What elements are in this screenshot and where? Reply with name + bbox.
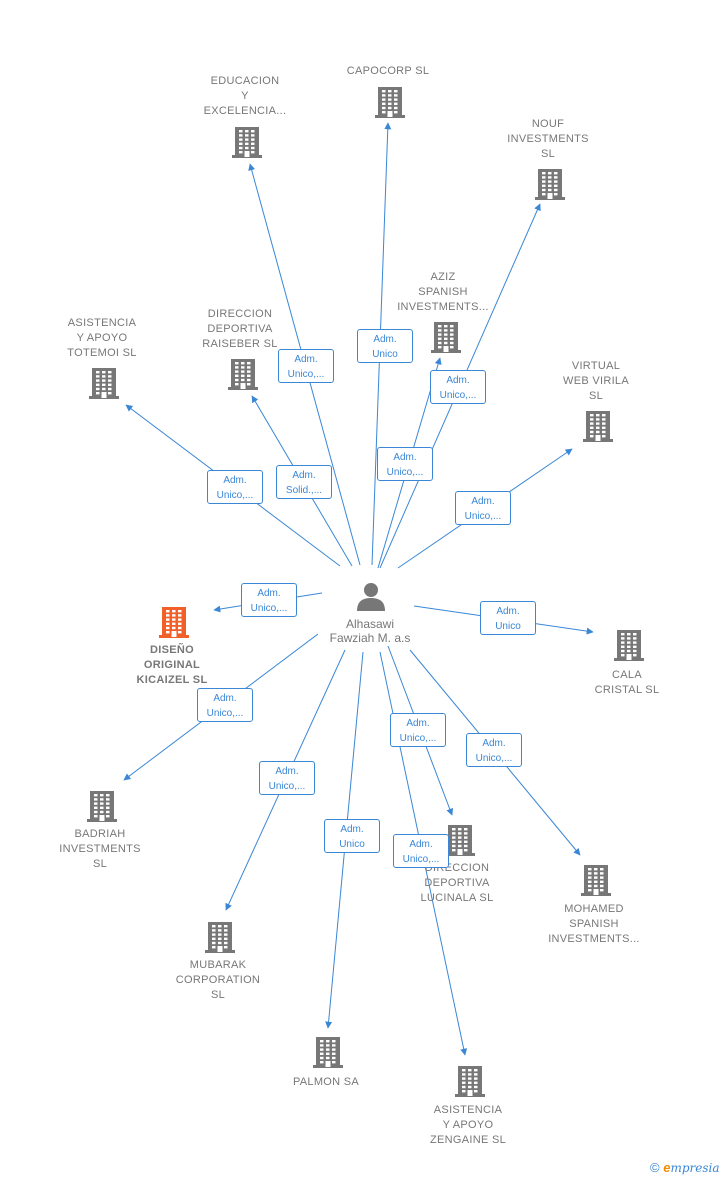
palmon-building-icon[interactable] xyxy=(313,1035,343,1074)
role-badge-mohamed[interactable]: Adm. Unico,... xyxy=(466,733,522,767)
palmon-company-node[interactable]: PALMON SA xyxy=(256,1075,396,1090)
badriah-building-icon[interactable] xyxy=(87,789,117,828)
raiseber-building-icon[interactable] xyxy=(228,357,258,396)
role-badge-totemoi[interactable]: Adm. Unico,... xyxy=(207,470,263,504)
center-person-name[interactable]: Alhasawi Fawziah M. a.s xyxy=(329,617,411,645)
mohamed-company-node[interactable]: MOHAMED SPANISH INVESTMENTS... xyxy=(524,902,664,947)
mubarak-company-name: MUBARAK CORPORATION SL xyxy=(175,959,261,1001)
kicaizel-building-icon[interactable] xyxy=(159,605,189,644)
role-badge-line1: Adm. xyxy=(373,334,397,345)
role-badge-capocorp[interactable]: Adm. Unico xyxy=(357,329,413,363)
educacion-company-name: EDUCACION Y EXCELENCIA... xyxy=(203,75,287,117)
role-badge-virila[interactable]: Adm. Unico,... xyxy=(455,491,511,525)
role-badge-cala[interactable]: Adm. Unico xyxy=(480,601,536,635)
brand-logo-e: e xyxy=(663,1160,671,1175)
lucinala-building-icon[interactable] xyxy=(445,823,475,862)
role-badge-line1: Adm. xyxy=(482,738,506,749)
role-badge-line1: Adm. xyxy=(275,766,299,777)
role-badge-line2: Unico xyxy=(339,839,365,850)
cala-company-name: CALA CRISTAL SL xyxy=(594,669,660,696)
totemoi-building-icon[interactable] xyxy=(89,366,119,405)
role-badge-kicaizel[interactable]: Adm. Unico,... xyxy=(241,583,297,617)
role-badge-line1: Adm. xyxy=(406,718,430,729)
role-badge-raiseber[interactable]: Adm. Solid.,... xyxy=(276,465,332,499)
mohamed-company-name: MOHAMED SPANISH INVESTMENTS... xyxy=(548,903,640,945)
role-badge-line1: Adm. xyxy=(213,693,237,704)
role-badge-line2: Unico,... xyxy=(216,490,254,501)
educacion-building-icon[interactable] xyxy=(232,125,262,164)
role-badge-line2: Unico,... xyxy=(402,854,440,865)
virila-building-icon[interactable] xyxy=(583,409,613,448)
role-badge-zengaine[interactable]: Adm. Unico,... xyxy=(393,834,449,868)
role-badge-lucinala[interactable]: Adm. Unico,... xyxy=(390,713,446,747)
aziz-company-node[interactable]: AZIZ SPANISH INVESTMENTS... xyxy=(373,270,513,315)
role-badge-line2: Unico,... xyxy=(475,753,513,764)
role-badge-line2: Unico,... xyxy=(386,467,424,478)
role-badge-line2: Unico xyxy=(372,349,398,360)
role-badge-line1: Adm. xyxy=(340,824,364,835)
role-badge-line2: Unico,... xyxy=(206,708,244,719)
educacion-company-node[interactable]: EDUCACION Y EXCELENCIA... xyxy=(175,74,315,119)
cala-building-icon[interactable] xyxy=(614,628,644,667)
person-icon[interactable] xyxy=(355,581,387,613)
role-badge-line1: Adm. xyxy=(496,606,520,617)
capocorp-company-node[interactable]: CAPOCORP SL xyxy=(318,64,458,79)
role-badge-aziz[interactable]: Adm. Unico,... xyxy=(377,447,433,481)
role-badge-line2: Unico,... xyxy=(399,733,437,744)
aziz-building-icon[interactable] xyxy=(431,320,461,359)
role-badge-line2: Unico,... xyxy=(464,511,502,522)
role-badge-line2: Unico xyxy=(495,621,521,632)
raiseber-company-name: DIRECCION DEPORTIVA RAISEBER SL xyxy=(202,308,278,350)
aziz-company-name: AZIZ SPANISH INVESTMENTS... xyxy=(397,271,489,313)
totemoi-company-name: ASISTENCIA Y APOYO TOTEMOI SL xyxy=(67,317,137,359)
badriah-company-node[interactable]: BADRIAH INVESTMENTS SL xyxy=(30,827,170,872)
role-badge-line2: Unico,... xyxy=(439,390,477,401)
nouf-company-name: NOUF INVESTMENTS SL xyxy=(507,118,589,160)
mubarak-company-node[interactable]: MUBARAK CORPORATION SL xyxy=(148,958,288,1003)
copyright-symbol: © xyxy=(650,1160,660,1175)
lucinala-company-name: DIRECCION DEPORTIVA LUCINALA SL xyxy=(420,862,494,904)
mubarak-building-icon[interactable] xyxy=(205,920,235,959)
brand-logo-text: mpresia xyxy=(670,1161,720,1175)
capocorp-building-icon[interactable] xyxy=(375,85,405,124)
role-badge-line2: Unico,... xyxy=(250,603,288,614)
role-badge-line1: Adm. xyxy=(257,588,281,599)
nouf-company-node[interactable]: NOUF INVESTMENTS SL xyxy=(478,117,618,162)
virila-company-name: VIRTUAL WEB VIRILA SL xyxy=(563,360,629,402)
role-badge-palmon[interactable]: Adm. Unico xyxy=(324,819,380,853)
zengaine-company-name: ASISTENCIA Y APOYO ZENGAINE SL xyxy=(429,1104,507,1146)
cala-company-node[interactable]: CALA CRISTAL SL xyxy=(557,668,697,698)
virila-company-node[interactable]: VIRTUAL WEB VIRILA SL xyxy=(526,359,666,404)
footer-brand: © empresia xyxy=(650,1160,720,1175)
role-badge-badriah[interactable]: Adm. Unico,... xyxy=(197,688,253,722)
role-badge-educacion[interactable]: Adm. Unico,... xyxy=(278,349,334,383)
role-badge-line1: Adm. xyxy=(294,354,318,365)
palmon-company-name: PALMON SA xyxy=(292,1076,360,1088)
role-badge-line1: Adm. xyxy=(223,475,247,486)
role-badge-nouf[interactable]: Adm. Unico,... xyxy=(430,370,486,404)
raiseber-company-node[interactable]: DIRECCION DEPORTIVA RAISEBER SL xyxy=(170,307,310,352)
role-badge-line2: Unico,... xyxy=(268,781,306,792)
role-badge-line1: Adm. xyxy=(471,496,495,507)
role-badge-line1: Adm. xyxy=(393,452,417,463)
role-badge-mubarak[interactable]: Adm. Unico,... xyxy=(259,761,315,795)
role-badge-line2: Solid.,... xyxy=(285,485,323,496)
kicaizel-company-name: DISEÑO ORIGINAL KICAIZEL SL xyxy=(136,644,208,686)
role-badge-line1: Adm. xyxy=(292,470,316,481)
capocorp-company-name: CAPOCORP SL xyxy=(346,65,430,77)
mohamed-building-icon[interactable] xyxy=(581,863,611,902)
lucinala-company-node[interactable]: DIRECCION DEPORTIVA LUCINALA SL xyxy=(387,861,527,906)
zengaine-company-node[interactable]: ASISTENCIA Y APOYO ZENGAINE SL xyxy=(398,1103,538,1148)
badriah-company-name: BADRIAH INVESTMENTS SL xyxy=(59,828,141,870)
totemoi-company-node[interactable]: ASISTENCIA Y APOYO TOTEMOI SL xyxy=(32,316,172,361)
role-badge-line2: Unico,... xyxy=(287,369,325,380)
zengaine-building-icon[interactable] xyxy=(455,1064,485,1103)
role-badge-line1: Adm. xyxy=(446,375,470,386)
kicaizel-company-node[interactable]: DISEÑO ORIGINAL KICAIZEL SL xyxy=(102,643,242,688)
role-badge-line1: Adm. xyxy=(409,839,433,850)
nouf-building-icon[interactable] xyxy=(535,167,565,206)
